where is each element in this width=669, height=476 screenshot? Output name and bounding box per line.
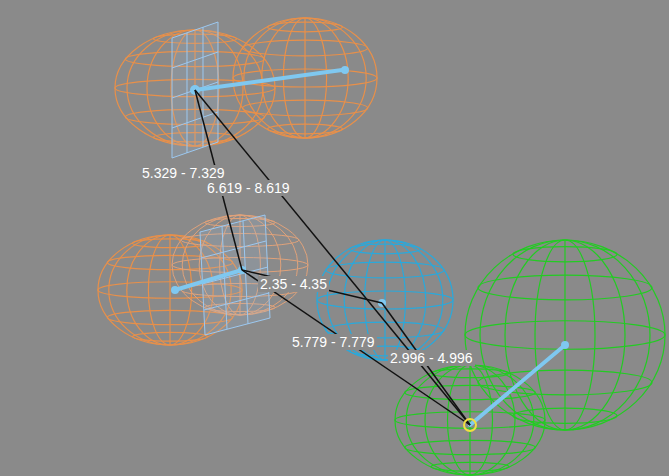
distance-label: 6.619 - 8.619	[205, 180, 292, 196]
distance-label: 5.779 - 7.779	[290, 334, 377, 350]
wire-sphere	[233, 18, 377, 138]
anchor-point	[464, 419, 476, 431]
plane-grid	[200, 215, 270, 335]
distance-label: 2.996 - 4.996	[388, 350, 475, 366]
distance-line	[195, 90, 470, 425]
vector-arrow	[175, 70, 565, 425]
vector-point	[171, 66, 569, 349]
distance-label: 2.35 - 4.35	[258, 276, 329, 292]
distance-label: 5.329 - 7.329	[140, 165, 227, 181]
wire-sphere	[465, 240, 665, 430]
